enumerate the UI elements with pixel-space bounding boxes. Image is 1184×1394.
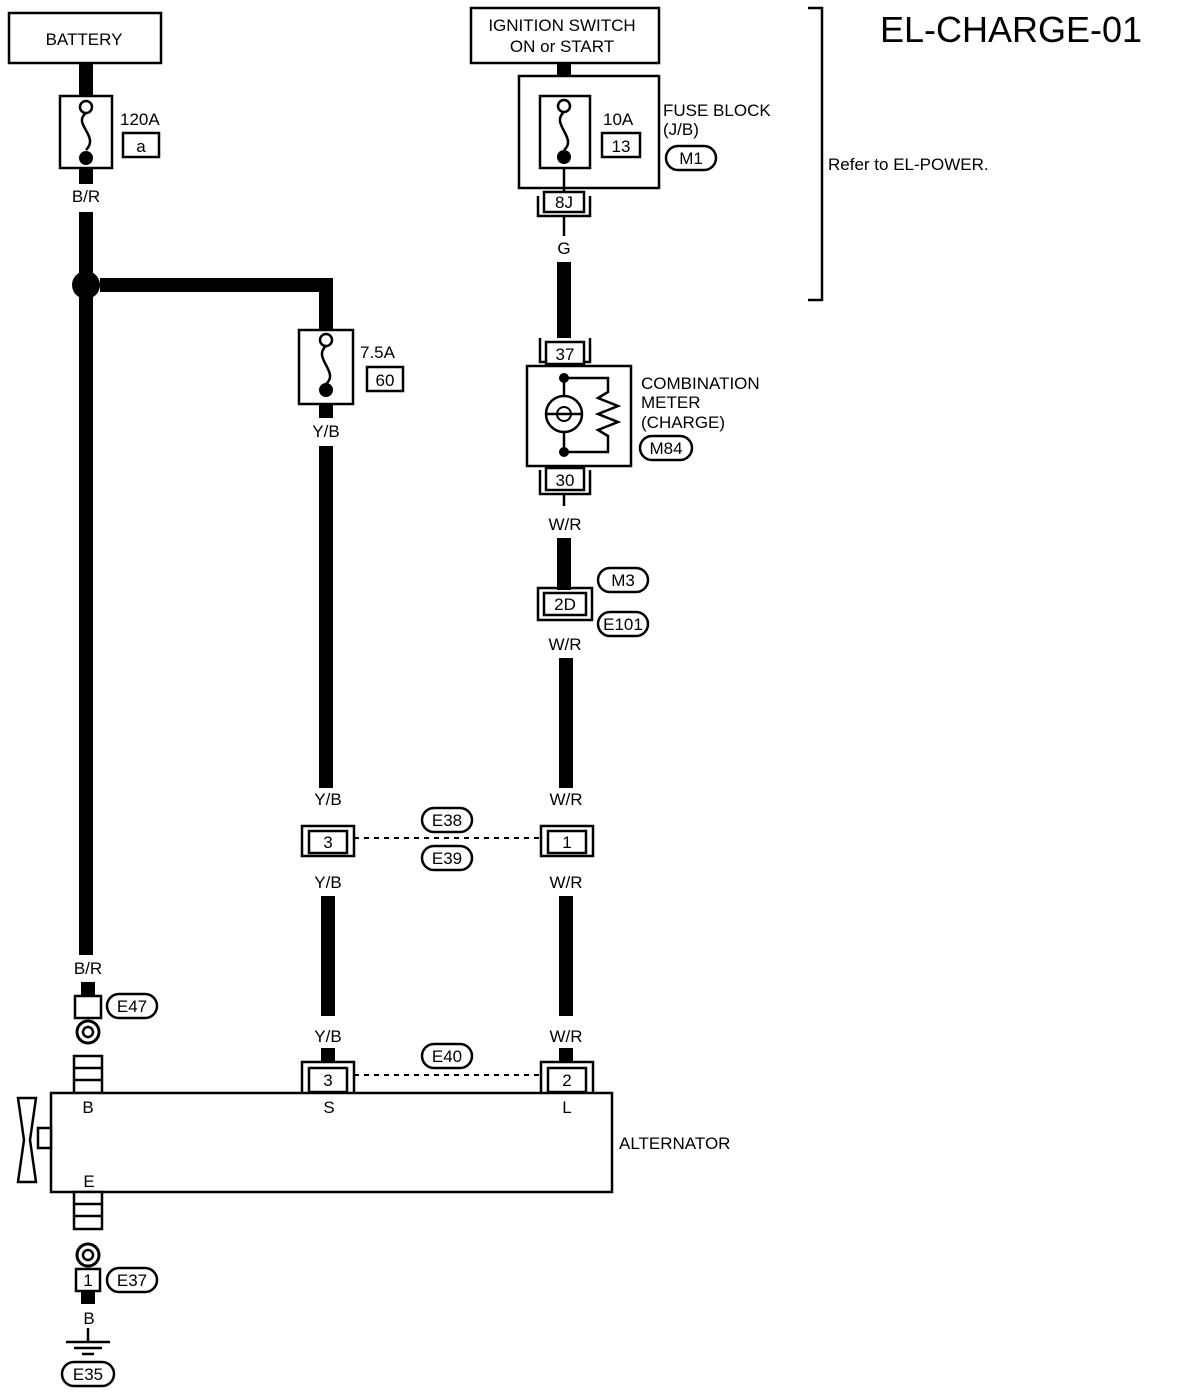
alternator-term-b: B bbox=[82, 1098, 93, 1117]
battery-box bbox=[7, 11, 163, 65]
wire-label-br-top: B/R bbox=[72, 187, 100, 206]
alternator-term-l: L bbox=[562, 1098, 571, 1117]
wire-label-wr-5: W/R bbox=[549, 1027, 582, 1046]
alternator-term-e: E bbox=[83, 1172, 94, 1191]
connector-e39: E39 bbox=[432, 849, 462, 868]
joint-2d: 2D bbox=[554, 595, 576, 614]
connector-m3: M3 bbox=[611, 571, 635, 590]
refer-note: Refer to EL-POWER. bbox=[828, 155, 989, 174]
fuse-10a-rating: 10A bbox=[603, 110, 634, 129]
pulley-icon bbox=[16, 1096, 38, 1184]
refer-bracket bbox=[808, 6, 824, 302]
alternator-label: ALTERNATOR bbox=[619, 1134, 730, 1153]
connector-e101: E101 bbox=[603, 615, 643, 634]
wire-label-yb-3: Y/B bbox=[314, 873, 341, 892]
connector-e38: E38 bbox=[432, 811, 462, 830]
pin-l-alt: 2 bbox=[562, 1071, 571, 1090]
connector-e47: E47 bbox=[117, 997, 147, 1016]
meter-line2: METER bbox=[641, 393, 701, 412]
alternator-body bbox=[49, 1091, 614, 1194]
meter-line1: COMBINATION bbox=[641, 374, 760, 393]
resistor-icon bbox=[564, 376, 622, 454]
fuse-120a-id-box bbox=[121, 131, 161, 159]
terminal-8j: 8J bbox=[555, 193, 573, 212]
e47-terminal bbox=[73, 994, 103, 1020]
meter-line3: (CHARGE) bbox=[641, 413, 725, 432]
pin-l-mid: 1 bbox=[562, 833, 571, 852]
diagram-title: EL-CHARGE-01 bbox=[880, 9, 1142, 50]
pin-s-alt: 3 bbox=[323, 1071, 332, 1090]
wire-label-yb-1: Y/B bbox=[312, 422, 339, 441]
fuse-10a-number: 13 bbox=[612, 137, 631, 156]
terminal-30: 30 bbox=[556, 471, 575, 490]
fuse-block-label: FUSE BLOCK bbox=[663, 101, 771, 120]
wire-label-wr-1: W/R bbox=[548, 515, 581, 534]
battery-label: BATTERY bbox=[46, 30, 123, 49]
fuse-block-jb: (J/B) bbox=[663, 120, 699, 139]
connector-e40: E40 bbox=[432, 1047, 462, 1066]
terminal-37: 37 bbox=[556, 345, 575, 364]
wire-label-wr-2: W/R bbox=[548, 635, 581, 654]
fuse-7-5a-number: 60 bbox=[376, 371, 395, 390]
alternator-term-s: S bbox=[323, 1098, 334, 1117]
ignition-switch-box bbox=[469, 6, 661, 65]
connector-e37: E37 bbox=[117, 1271, 147, 1290]
wire-label-br-bottom: B/R bbox=[74, 959, 102, 978]
pin-ground: 1 bbox=[83, 1271, 92, 1290]
connector-m84: M84 bbox=[649, 439, 682, 458]
wire-label-g: G bbox=[557, 239, 570, 258]
connector-e35: E35 bbox=[73, 1365, 103, 1384]
pin-s-mid: 3 bbox=[323, 833, 332, 852]
ignition-line2: ON or START bbox=[510, 37, 614, 56]
fuse-7-5a-rating: 7.5A bbox=[360, 343, 396, 362]
connector-m1: M1 bbox=[679, 149, 703, 168]
ignition-line1: IGNITION SWITCH bbox=[488, 16, 635, 35]
junction-dot bbox=[72, 271, 100, 299]
fuse-120a-rating: 120A bbox=[120, 110, 160, 129]
wire-label-yb-4: Y/B bbox=[314, 1027, 341, 1046]
wire-label-wr-3: W/R bbox=[549, 790, 582, 809]
wire-label-wr-4: W/R bbox=[549, 873, 582, 892]
wire-label-yb-2: Y/B bbox=[314, 790, 341, 809]
wire-label-b: B bbox=[83, 1309, 94, 1328]
fuse-120a-id: a bbox=[136, 137, 146, 156]
